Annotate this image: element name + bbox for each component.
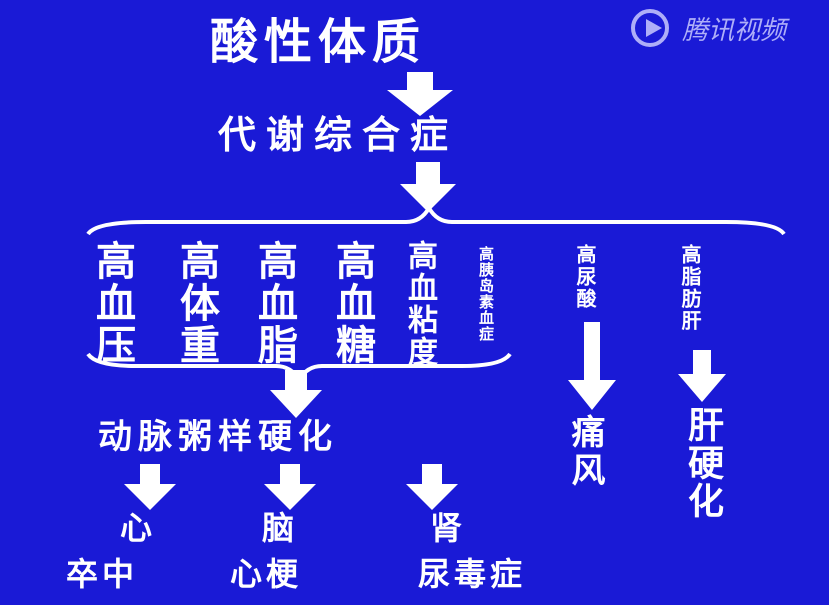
watermark-label: 腾讯视频 (682, 15, 787, 46)
atherosclerosis: 动脉粥样硬化 (98, 417, 338, 457)
condition-hyperlipidemia: 高血脂 (251, 240, 297, 366)
down-arrow-icon (124, 464, 176, 510)
down-arrow-icon (264, 464, 316, 510)
outcome-stroke: 卒中 (66, 555, 139, 593)
organ-kidney: 肾 (430, 509, 467, 547)
down-arrow-icon (387, 72, 453, 116)
outcome-infarction: 心梗 (230, 555, 303, 593)
down-arrow-icon (678, 350, 726, 402)
down-arrow-icon (568, 322, 616, 410)
condition-hyperglycemia: 高血糖 (329, 240, 375, 366)
condition-obesity: 高体重 (173, 240, 219, 366)
gout: 痛风 (565, 414, 605, 490)
top-brace (86, 206, 786, 236)
cirrhosis: 肝硬化 (682, 406, 723, 520)
subtitle: 代谢综合症 (218, 113, 459, 157)
condition-hyperinsulinemia: 高胰岛素血症 (477, 246, 495, 342)
down-arrow-icon (406, 464, 458, 510)
organ-heart: 心 (120, 509, 157, 547)
hyperuricemia: 高尿酸 (573, 244, 597, 310)
watermark: 腾讯视频 (630, 8, 786, 48)
condition-hypertension: 高血压 (89, 240, 135, 366)
condition-viscosity: 高血粘度 (402, 240, 437, 368)
title: 酸性体质 (210, 14, 427, 70)
play-logo-icon (631, 9, 669, 47)
down-arrow-icon (400, 162, 456, 212)
organ-brain: 脑 (262, 509, 299, 547)
outcome-uremia: 尿毒症 (418, 555, 527, 593)
fatty-liver: 高脂肪肝 (678, 244, 702, 332)
down-arrow-icon (270, 370, 322, 418)
